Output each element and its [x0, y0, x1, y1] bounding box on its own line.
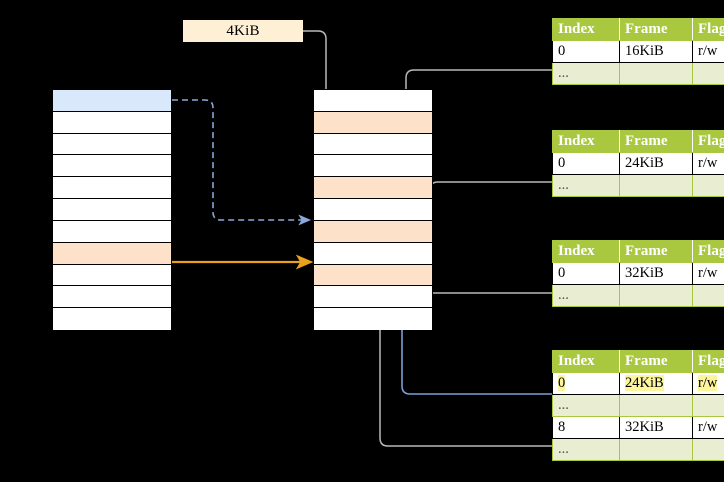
virtual-address-space-row [53, 177, 171, 200]
page-table-4-header-index: Index [552, 350, 620, 373]
page-table-2-cell: 24KiB [619, 152, 693, 175]
virtual-address-space-row [53, 286, 171, 309]
page-table-3-header-index: Index [552, 240, 620, 263]
page-table-4-cell: r/w [692, 416, 724, 439]
page-table-3-cell: 32KiB [619, 262, 693, 285]
page-table-1-header-frame: Frame [619, 18, 693, 41]
page-table-2-cell [619, 174, 693, 197]
page-table-3-header-flags: Flags [692, 240, 724, 263]
page-table-1-cell [619, 62, 693, 85]
physical-memory-row [314, 264, 432, 287]
virtual-address-space-row [53, 90, 171, 112]
page-table-4-row: 0 24KiB r/w [552, 372, 724, 395]
page-table-3-header-frame: Frame [619, 240, 693, 263]
physical-memory-row [314, 133, 432, 156]
page-table-4: IndexFrameFlags024KiBr/w...832KiBr/w... [552, 350, 724, 461]
page-table-4-cell [619, 438, 693, 461]
page-table-4-cell: 0 [552, 372, 620, 395]
highlighted-value: 24KiB [625, 375, 664, 391]
page-table-4-cell [692, 438, 724, 461]
page-table-2-header-flags: Flags [692, 130, 724, 153]
page-table-1-cell: 16KiB [619, 40, 693, 63]
physical-memory-row [314, 199, 432, 221]
page-table-4-header-frame: Frame [619, 350, 693, 373]
page-table-4-cell [692, 394, 724, 417]
page-table-1-cell: ... [552, 62, 620, 85]
highlighted-value: 0 [558, 375, 566, 391]
page-table-2-cell: ... [552, 174, 620, 197]
page-table-1-row: ... [552, 62, 724, 85]
physical-memory-column [313, 89, 433, 330]
virtual-address-space-row [53, 308, 171, 330]
page-table-3-cell [619, 284, 693, 307]
page-table-3-row: ... [552, 284, 724, 307]
page-table-4-header-flags: Flags [692, 350, 724, 373]
page-size-tag: 4KiB [183, 20, 303, 42]
page-table-4-row: ... [552, 394, 724, 417]
wire-pt2-to-middle [414, 181, 552, 218]
page-table-2-cell: r/w [692, 152, 724, 175]
page-table-4-cell: 24KiB [619, 372, 693, 395]
page-table-3-cell [692, 284, 724, 307]
page-table-1-header-index: Index [552, 18, 620, 41]
page-table-1-header-flags: Flags [692, 18, 724, 41]
virtual-address-space-row [53, 133, 171, 156]
page-table-1-cell: 0 [552, 40, 620, 63]
page-table-3-cell: ... [552, 284, 620, 307]
page-table-2-row: ... [552, 174, 724, 197]
page-table-4-cell: r/w [692, 372, 724, 395]
page-table-3-cell: r/w [692, 262, 724, 285]
physical-memory-row [314, 242, 432, 265]
physical-memory-row [314, 111, 432, 134]
page-table-1-cell [692, 62, 724, 85]
page-table-3: IndexFrameFlags032KiBr/w... [552, 240, 724, 307]
page-table-2-header-index: Index [552, 130, 620, 153]
page-size-label: 4KiB [226, 22, 260, 39]
page-table-4-cell: 32KiB [619, 416, 693, 439]
page-table-2-cell: 0 [552, 152, 620, 175]
physical-memory-row [314, 220, 432, 243]
physical-memory-row [314, 90, 432, 112]
physical-memory-row [314, 177, 432, 200]
page-table-2: IndexFrameFlags024KiBr/w... [552, 130, 724, 197]
virtual-address-space-row [53, 242, 171, 265]
virtual-address-space-row [53, 199, 171, 221]
page-table-2-cell [692, 174, 724, 197]
page-table-1: IndexFrameFlags016KiBr/w... [552, 18, 724, 85]
wire-blue-dashed [172, 99, 312, 226]
virtual-address-space-row [53, 155, 171, 178]
page-table-1-cell: r/w [692, 40, 724, 63]
virtual-address-space-column [52, 89, 172, 330]
page-table-4-cell [619, 394, 693, 417]
highlighted-value: r/w [698, 375, 718, 391]
page-table-4-row: ... [552, 438, 724, 461]
virtual-address-space-row [53, 220, 171, 243]
virtual-address-space-row [53, 264, 171, 287]
physical-memory-row [314, 286, 432, 309]
page-table-4-cell: 8 [552, 416, 620, 439]
page-table-4-cell: ... [552, 438, 620, 461]
page-table-3-cell: 0 [552, 262, 620, 285]
page-table-4-cell: ... [552, 394, 620, 417]
page-table-2-header-frame: Frame [619, 130, 693, 153]
physical-memory-row [314, 155, 432, 178]
physical-memory-row [314, 308, 432, 330]
virtual-address-space-row [53, 111, 171, 134]
